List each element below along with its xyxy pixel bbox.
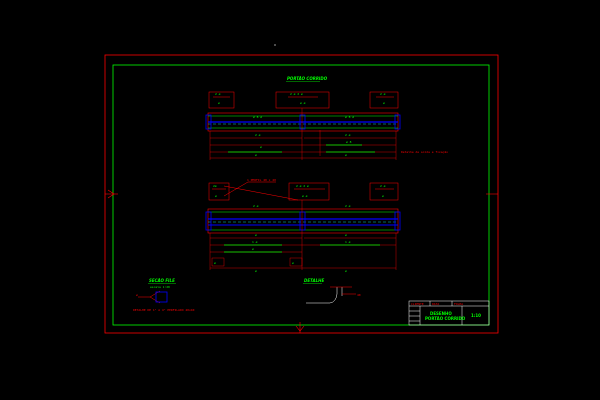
svg-text:ø: ø xyxy=(215,194,217,198)
svg-text:ø 8 ø: ø 8 ø xyxy=(345,115,354,119)
title-block-description: PORTÃO CORRIDO xyxy=(425,316,466,321)
svg-text:ø: ø xyxy=(345,153,347,157)
svg-text:ø: ø xyxy=(255,233,257,237)
top-view: PORTÃO CORRIDO 2 ø 2 ø 2 ø 2 ø ø ø ø ø xyxy=(205,76,448,160)
weld-detail-title: DETALHE xyxy=(304,278,324,283)
svg-text:ø: ø xyxy=(260,145,262,149)
section-detail: SECÃO FILE escala 1:20 ø DETALHE DE 1" A… xyxy=(133,278,195,312)
svg-text:2 ø: 2 ø xyxy=(345,133,351,137)
title-block-client: CLIENTE xyxy=(411,302,424,306)
title-block-scale: 1:10 xyxy=(471,313,481,318)
svg-text:2 ø 2 ø: 2 ø 2 ø xyxy=(296,184,309,188)
svg-text:ø: ø xyxy=(292,261,294,265)
svg-text:ø: ø xyxy=(383,101,385,105)
title-block: CLIENTE DATA FOLHA DESENHO PORTÃO CORRID… xyxy=(408,300,490,326)
bottom-view-note: 1 PERFIL 40 x 40 xyxy=(247,178,276,182)
svg-text:ø: ø xyxy=(345,233,347,237)
section-detail-title: SECÃO FILE xyxy=(149,278,175,283)
center-marks xyxy=(105,44,498,333)
svg-text:ø: ø xyxy=(252,247,254,251)
svg-text:ø: ø xyxy=(382,194,384,198)
svg-text:2 ø: 2 ø xyxy=(255,133,261,137)
svg-text:2 ø: 2 ø xyxy=(253,204,259,208)
weld-detail-value: 40 xyxy=(357,293,361,297)
top-beam: ø 8 ø ø 8 ø xyxy=(205,112,401,132)
svg-text:ø ø: ø ø xyxy=(300,101,306,105)
top-view-title: PORTÃO CORRIDO xyxy=(287,76,328,81)
bottom-beam: 2 ø 2 ø xyxy=(205,204,401,234)
svg-text:ø: ø xyxy=(214,261,216,265)
svg-text:2 ø: 2 ø xyxy=(215,92,221,96)
svg-text:2 ø: 2 ø xyxy=(345,204,351,208)
svg-text:1 ø: 1 ø xyxy=(345,240,351,244)
svg-text:ø 8: ø 8 xyxy=(346,140,352,144)
svg-text:ø: ø xyxy=(255,153,257,157)
svg-text:ø ø: ø ø xyxy=(302,194,308,198)
title-block-project: DESENHO xyxy=(430,311,452,316)
bottom-view: 1 PERFIL 40 x 40 2ø 2 ø 2 ø 2 ø ø ø ø ø … xyxy=(205,178,401,273)
svg-text:ø: ø xyxy=(255,269,257,273)
title-block-sheet: FOLHA xyxy=(454,302,463,306)
svg-text:ø 8 ø: ø 8 ø xyxy=(253,115,262,119)
svg-text:2 ø: 2 ø xyxy=(380,92,386,96)
svg-text:2 ø 2 ø: 2 ø 2 ø xyxy=(290,92,303,96)
top-view-note: Detalhe de solda e fixação xyxy=(401,150,448,154)
svg-text:2 ø: 2 ø xyxy=(380,184,386,188)
svg-text:ø: ø xyxy=(218,101,220,105)
svg-text:ø: ø xyxy=(136,293,138,297)
section-detail-note: DETALHE DE 1" A 4" PERFILADO 40x40 xyxy=(133,308,195,312)
svg-text:2ø: 2ø xyxy=(213,184,217,188)
svg-text:ø: ø xyxy=(345,269,347,273)
weld-detail: DETALHE 40 xyxy=(303,278,361,304)
section-detail-scale: escala 1:20 xyxy=(150,285,170,289)
title-block-date: DATA xyxy=(432,302,439,306)
svg-text:1 ø: 1 ø xyxy=(252,240,258,244)
